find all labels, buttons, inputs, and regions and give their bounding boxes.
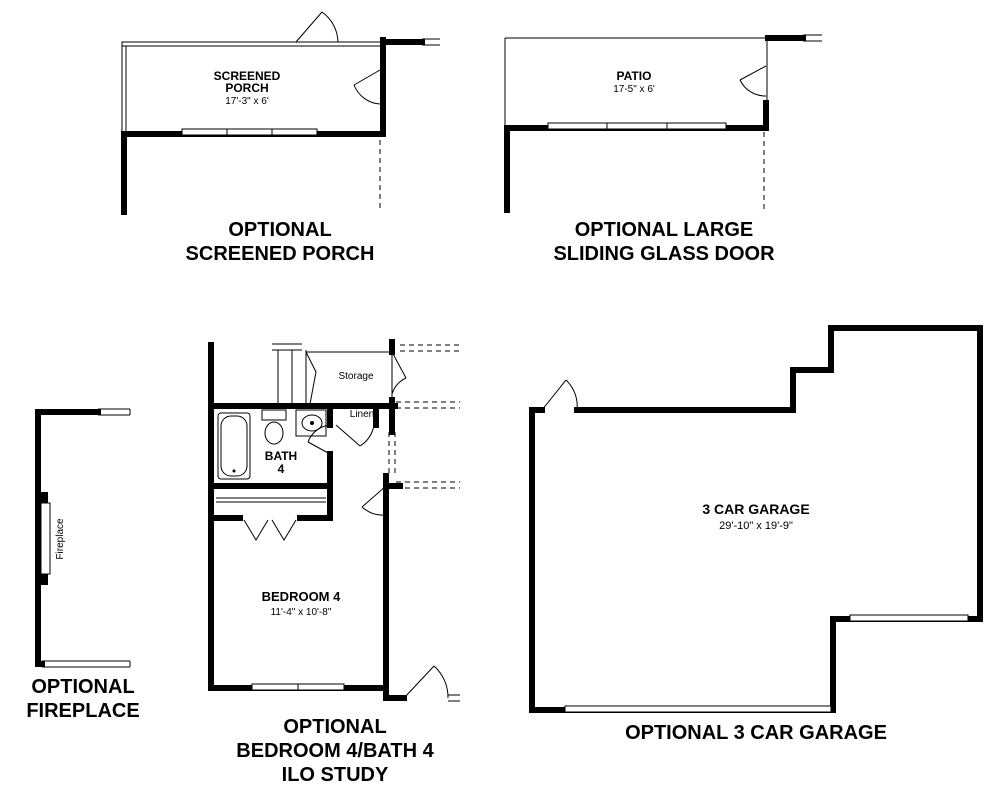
- garage-door-opening: [564, 705, 832, 713]
- storage-door-swing: [391, 377, 407, 395]
- bedroom-entry-door-swing: [361, 506, 387, 516]
- bath-door-swing: [307, 424, 331, 443]
- porch-screen-door-leaf: [295, 11, 323, 43]
- bath-door-leaf: [307, 441, 331, 455]
- bedroom-option-plan: Storage Linen BATH 4 BEDROOM 4 11'-4" x …: [208, 339, 460, 786]
- patio-caption-line2: SLIDING GLASS DOOR: [553, 243, 775, 265]
- linen-label: Linen: [350, 409, 374, 420]
- porch-room-name-line1: SCREENED: [214, 69, 281, 83]
- porch-caption-line1: OPTIONAL: [228, 219, 331, 241]
- linen-door-swing: [359, 424, 375, 447]
- garage-plan: 3 CAR GARAGE 29'-10" x 19'-9" OPTIONAL 3…: [529, 325, 983, 744]
- patio-room-name: PATIO: [617, 69, 652, 83]
- closet-bifold-door: [243, 519, 269, 541]
- patio-sliding-glass-door: [547, 122, 727, 130]
- linen-door-leaf: [335, 424, 361, 447]
- patio-door-leaf: [739, 65, 767, 81]
- screened-porch-plan: SCREENED PORCH 17'-3" x 6' OPTIONAL SCRE…: [121, 11, 440, 265]
- bath-label-line1: BATH: [265, 449, 297, 463]
- stair-break: [305, 351, 317, 405]
- bathtub-basin: [220, 415, 248, 477]
- garage-room-name: 3 CAR GARAGE: [702, 501, 809, 517]
- toilet-tank: [261, 409, 287, 421]
- fireplace-box: [40, 502, 51, 575]
- bedroom-entry-door-leaf: [361, 485, 387, 508]
- patio-door-swing: [739, 79, 767, 97]
- bedroom-outer-wall: [208, 342, 407, 701]
- bedroom-dimensions: 11'-4" x 10'-8": [271, 607, 332, 618]
- closet-bifold-door: [271, 519, 297, 541]
- garage-wall-lower: [529, 407, 983, 713]
- garage-caption: OPTIONAL 3 CAR GARAGE: [625, 722, 887, 744]
- exterior-door-swing: [433, 665, 449, 699]
- garage-door-swing: [565, 379, 578, 411]
- patio-dimensions: 17-5" x 6': [613, 84, 655, 95]
- porch-caption-line2: SCREENED PORCH: [186, 243, 375, 265]
- storage-label: Storage: [338, 371, 373, 382]
- porch-room-name-line2: PORCH: [225, 81, 268, 95]
- fireplace-caption-line2: FIREPLACE: [26, 700, 139, 722]
- porch-sliding-door: [181, 128, 318, 136]
- closet-wall-right: [297, 483, 333, 521]
- patio-plan: PATIO 17-5" x 6' OPTIONAL LARGE SLIDING …: [504, 34, 822, 265]
- porch-door-swing: [353, 84, 381, 105]
- patio-caption-line1: OPTIONAL LARGE: [575, 219, 754, 241]
- bathtub: [217, 412, 251, 480]
- garage-door-leaf: [541, 379, 567, 411]
- porch-door-leaf: [353, 69, 381, 86]
- garage-side-window: [849, 614, 969, 622]
- bath-label-line2: 4: [278, 462, 285, 476]
- bathtub-drain: [232, 469, 236, 473]
- bedroom-caption-line1: OPTIONAL: [283, 716, 386, 738]
- fireplace-label: Fireplace: [55, 518, 66, 560]
- fireplace-caption-line1: OPTIONAL: [31, 676, 134, 698]
- toilet-bowl: [264, 421, 284, 445]
- hall-wall-lower: [383, 473, 403, 489]
- porch-screen-door-swing: [321, 11, 339, 43]
- bedroom-caption-line3: ILO STUDY: [282, 764, 389, 786]
- storage-door-leaf: [391, 351, 407, 379]
- garage-dimensions: 29'-10" x 19'-9": [719, 520, 793, 532]
- garage-outer-wall: [574, 325, 983, 622]
- porch-dimensions: 17'-3" x 6': [225, 96, 269, 107]
- fireplace-plan: Fireplace OPTIONAL FIREPLACE: [26, 408, 140, 722]
- sink-basin: [301, 414, 323, 432]
- bedroom-room-name: BEDROOM 4: [262, 589, 342, 604]
- exterior-door-leaf: [403, 665, 435, 699]
- sink-drain: [310, 421, 314, 425]
- bedroom-caption-line2: BEDROOM 4/BATH 4: [236, 740, 434, 762]
